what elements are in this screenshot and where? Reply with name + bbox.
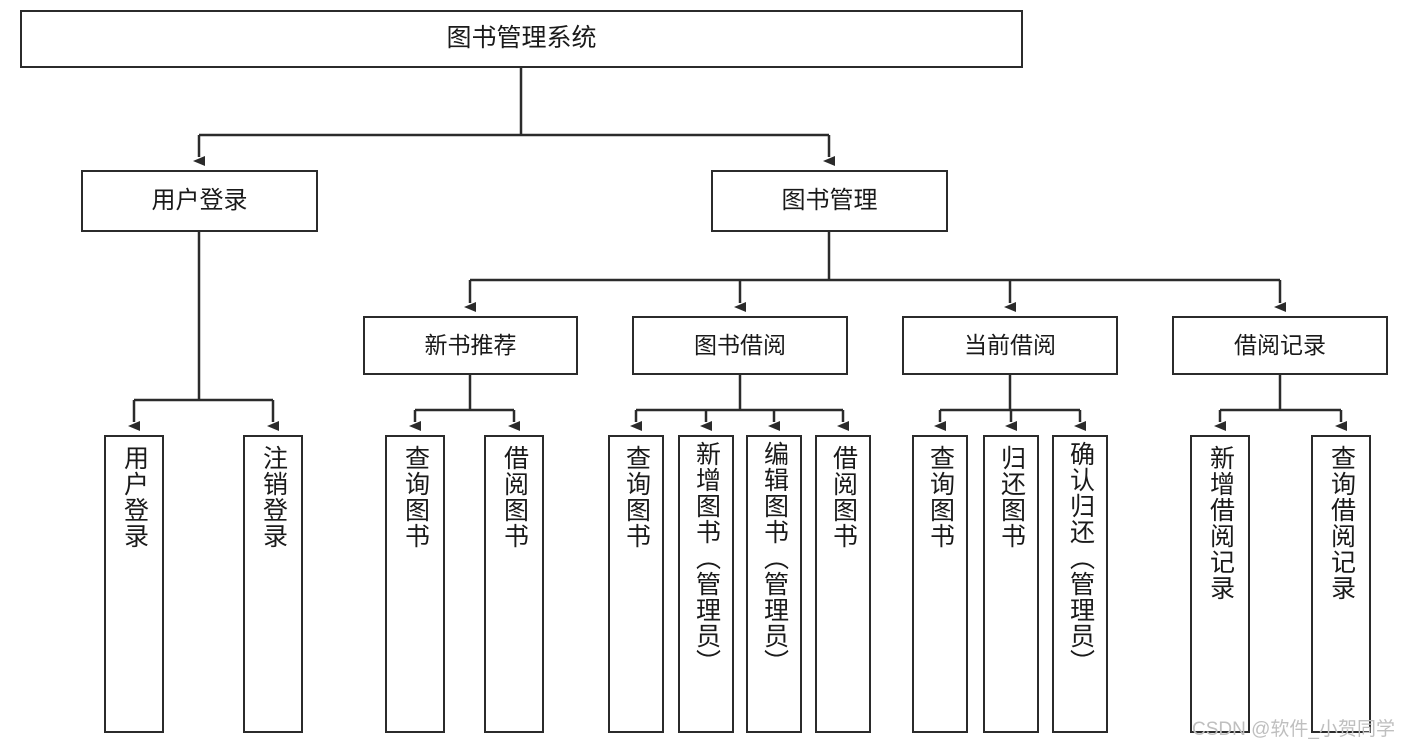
node-level2-user-login[interactable]: 用户登录 (81, 170, 318, 232)
node-label: 查询图书 (401, 445, 430, 549)
connector-paths (128, 68, 1347, 431)
node-root-book-management-system[interactable]: 图书管理系统 (20, 10, 1023, 68)
node-label: 借阅图书 (500, 445, 529, 549)
node-level3-current-borrow[interactable]: 当前借阅 (902, 316, 1118, 375)
node-label: 新书推荐 (424, 331, 517, 358)
node-label: 当前借阅 (964, 331, 1056, 358)
node-label: 图书管理系统 (446, 24, 597, 53)
node-label: 用户登录 (151, 186, 248, 214)
node-leaf-query-book-recommend[interactable]: 查询图书 (385, 435, 445, 733)
node-label: 借阅图书 (829, 445, 858, 549)
node-leaf-edit-book-admin[interactable]: 编辑图书（管理员） (746, 435, 802, 733)
node-level3-book-borrow[interactable]: 图书借阅 (632, 316, 848, 375)
node-level3-new-book-recommend[interactable]: 新书推荐 (363, 316, 578, 375)
node-label: 新增借阅记录 (1206, 445, 1235, 601)
node-label: 查询图书 (926, 445, 955, 549)
node-leaf-query-borrow-record[interactable]: 查询借阅记录 (1311, 435, 1371, 733)
node-leaf-add-borrow-record[interactable]: 新增借阅记录 (1190, 435, 1250, 733)
node-leaf-user-login[interactable]: 用户登录 (104, 435, 164, 733)
node-label: 编辑图书（管理员） (760, 441, 789, 675)
node-leaf-return-book[interactable]: 归还图书 (983, 435, 1039, 733)
node-leaf-query-book-current[interactable]: 查询图书 (912, 435, 968, 733)
node-leaf-logout-login[interactable]: 注销登录 (243, 435, 303, 733)
node-label: 查询图书 (622, 445, 651, 549)
node-leaf-query-book-borrow[interactable]: 查询图书 (608, 435, 664, 733)
node-leaf-borrow-book-recommend[interactable]: 借阅图书 (484, 435, 544, 733)
node-label: 图书管理 (781, 186, 878, 214)
node-label: 新增图书（管理员） (692, 441, 721, 675)
node-label: 借阅记录 (1234, 331, 1326, 358)
node-label: 查询借阅记录 (1327, 445, 1356, 601)
node-label: 确认归还（管理员） (1066, 441, 1095, 675)
node-label: 用户登录 (120, 445, 149, 549)
node-leaf-add-book-admin[interactable]: 新增图书（管理员） (678, 435, 734, 733)
node-level2-book-management[interactable]: 图书管理 (711, 170, 948, 232)
node-leaf-borrow-book[interactable]: 借阅图书 (815, 435, 871, 733)
node-label: 注销登录 (259, 445, 288, 549)
node-leaf-confirm-return-admin[interactable]: 确认归还（管理员） (1052, 435, 1108, 733)
node-label: 图书借阅 (694, 331, 786, 358)
node-level3-borrow-record[interactable]: 借阅记录 (1172, 316, 1388, 375)
node-label: 归还图书 (997, 445, 1026, 549)
